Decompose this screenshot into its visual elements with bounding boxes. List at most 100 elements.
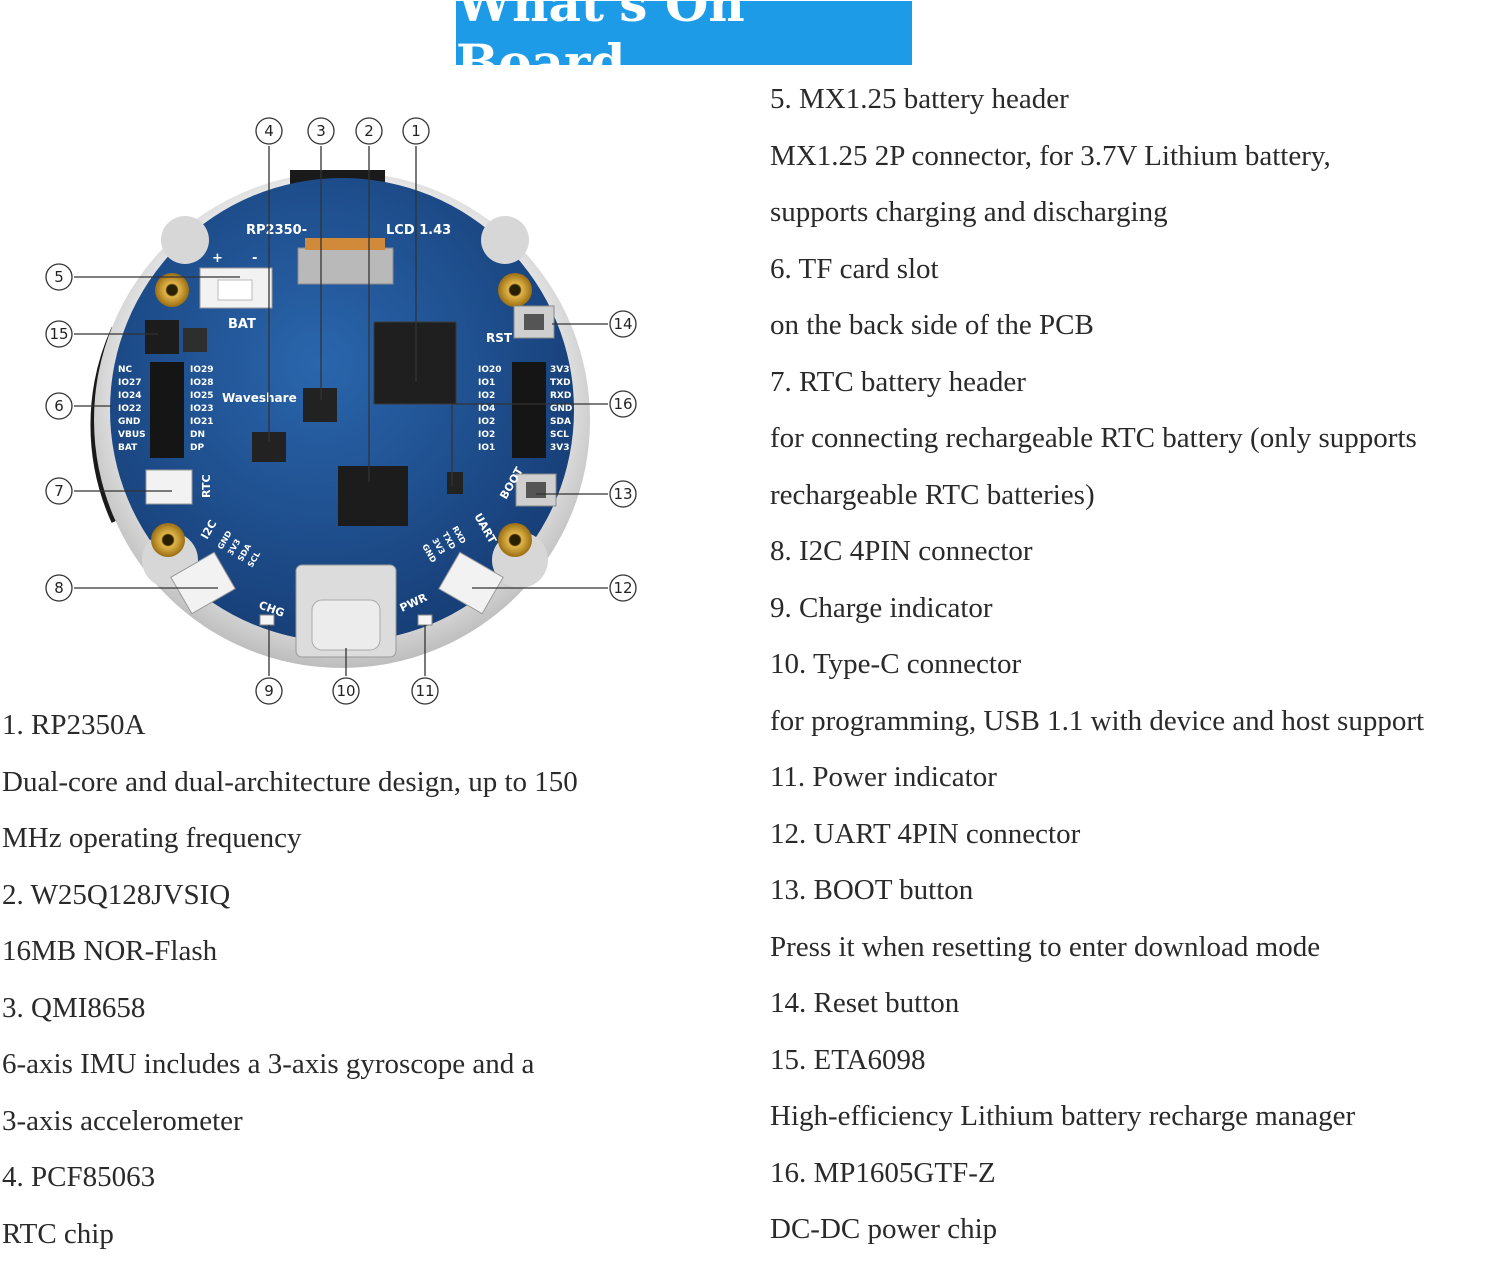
callout-12: 12 — [610, 575, 636, 601]
desc-text: MX1.25 2P connector, for 3.7V Lithium ba… — [770, 128, 1424, 185]
callout-number: 3 — [316, 122, 326, 140]
silk-lcd: LCD 1.43 — [386, 223, 451, 238]
callout-4: 4 — [256, 118, 282, 144]
pin-label: IO22 — [118, 404, 142, 414]
boot-button-cap — [526, 482, 546, 498]
mount-cutout — [481, 216, 529, 264]
charge-led — [260, 615, 274, 625]
desc-heading: 11. Power indicator — [770, 749, 1424, 806]
callout-number: 14 — [613, 315, 632, 333]
pin-label: GND — [550, 404, 572, 414]
silk-bat: BAT — [228, 317, 256, 332]
right-description-list: 5. MX1.25 battery header MX1.25 2P conne… — [770, 71, 1424, 1258]
desc-text: DC-DC power chip — [770, 1201, 1424, 1258]
pin-label: IO28 — [190, 378, 214, 388]
desc-text: 16MB NOR-Flash — [2, 923, 578, 980]
pin-label: IO2 — [478, 417, 495, 427]
pin-label: 3V3 — [550, 365, 570, 375]
left-pin-header — [150, 362, 184, 458]
callout-8: 8 — [46, 575, 72, 601]
left-pin-labels: NC IO27 IO24 IO22 GND VBUS BAT — [118, 365, 146, 453]
mounting-hole — [155, 273, 189, 307]
desc-text: MHz operating frequency — [2, 810, 578, 867]
callout-number: 2 — [364, 122, 374, 140]
mp1605-chip — [447, 472, 463, 494]
desc-heading: 2. W25Q128JVSIQ — [2, 867, 578, 924]
silk-rtc: RTC — [200, 474, 213, 498]
pin-label: IO29 — [190, 365, 214, 375]
callout-14: 14 — [610, 311, 636, 337]
callout-number: 5 — [54, 268, 64, 286]
pin-label: 3V3 — [550, 443, 570, 453]
callout-16: 16 — [610, 391, 636, 417]
desc-heading: 10. Type-C connector — [770, 636, 1424, 693]
pin-label: IO2 — [478, 391, 495, 401]
callout-number: 15 — [49, 325, 68, 343]
desc-text: High-efficiency Lithium battery recharge… — [770, 1088, 1424, 1145]
desc-heading: 3. QMI8658 — [2, 980, 578, 1037]
callout-number: 13 — [613, 485, 632, 503]
pin-label: GND — [118, 417, 140, 427]
pin-label: IO2 — [478, 430, 495, 440]
mounting-hole — [498, 273, 532, 307]
callout-number: 8 — [54, 579, 64, 597]
desc-heading: 15. ETA6098 — [770, 1032, 1424, 1089]
pin-label: IO25 — [190, 391, 214, 401]
pin-label: SDA — [550, 417, 571, 427]
desc-text: for programming, USB 1.1 with device and… — [770, 693, 1424, 750]
desc-heading: 14. Reset button — [770, 975, 1424, 1032]
display-connector — [298, 248, 393, 284]
pin-label: VBUS — [118, 430, 146, 440]
callout-15: 15 — [46, 321, 72, 347]
inductor — [183, 328, 207, 352]
pin-label: IO4 — [478, 404, 495, 414]
pin-label: NC — [118, 365, 133, 375]
desc-text: on the back side of the PCB — [770, 297, 1424, 354]
callout-13: 13 — [610, 481, 636, 507]
desc-heading: 1. RP2350A — [2, 697, 578, 754]
rp2350a-chip — [374, 322, 456, 404]
callout-number: 7 — [54, 482, 64, 500]
callout-5: 5 — [46, 264, 72, 290]
display-connector-pins — [305, 238, 385, 250]
mount-cutout — [161, 216, 209, 264]
pin-label: IO1 — [478, 378, 495, 388]
desc-heading: 12. UART 4PIN connector — [770, 806, 1424, 863]
callout-number: 12 — [613, 579, 632, 597]
callout-number: 1 — [411, 122, 421, 140]
eta6098-chip — [145, 320, 179, 354]
desc-text: for connecting rechargeable RTC battery … — [770, 410, 1424, 467]
pin-label: IO27 — [118, 378, 142, 388]
pin-label: TXD — [550, 378, 571, 388]
pin-label: IO20 — [478, 365, 502, 375]
pin-label: DP — [190, 443, 204, 453]
board-diagram: RP2350- LCD 1.43 BAT + - RST Waveshare R… — [0, 100, 700, 720]
desc-text: Press it when resetting to enter downloa… — [770, 919, 1424, 976]
desc-text: 6-axis IMU includes a 3-axis gyroscope a… — [2, 1036, 578, 1093]
callout-6: 6 — [46, 393, 72, 419]
callout-1: 1 — [403, 118, 429, 144]
rtc-battery-header — [146, 470, 192, 504]
pin-label: IO24 — [118, 391, 142, 401]
desc-text: Dual-core and dual-architecture design, … — [2, 754, 578, 811]
desc-text: 3-axis accelerometer — [2, 1093, 578, 1150]
pin-label: DN — [190, 430, 205, 440]
pin-label: IO21 — [190, 417, 214, 427]
desc-heading: 16. MP1605GTF-Z — [770, 1145, 1424, 1202]
right-pin-header — [512, 362, 546, 458]
silk-minus: - — [252, 251, 257, 266]
title-banner: What's On Board — [456, 1, 912, 65]
desc-heading: 6. TF card slot — [770, 241, 1424, 298]
callout-number: 6 — [54, 397, 64, 415]
desc-heading: 13. BOOT button — [770, 862, 1424, 919]
callout-3: 3 — [308, 118, 334, 144]
pin-label: IO23 — [190, 404, 214, 414]
reset-button-cap — [524, 314, 544, 330]
mounting-hole — [498, 523, 532, 557]
mounting-hole — [151, 523, 185, 557]
silk-brand: Waveshare — [222, 391, 297, 405]
desc-heading: 8. I2C 4PIN connector — [770, 523, 1424, 580]
left-description-list: 1. RP2350A Dual-core and dual-architectu… — [2, 697, 578, 1262]
desc-heading: 9. Charge indicator — [770, 580, 1424, 637]
desc-heading: 5. MX1.25 battery header — [770, 71, 1424, 128]
